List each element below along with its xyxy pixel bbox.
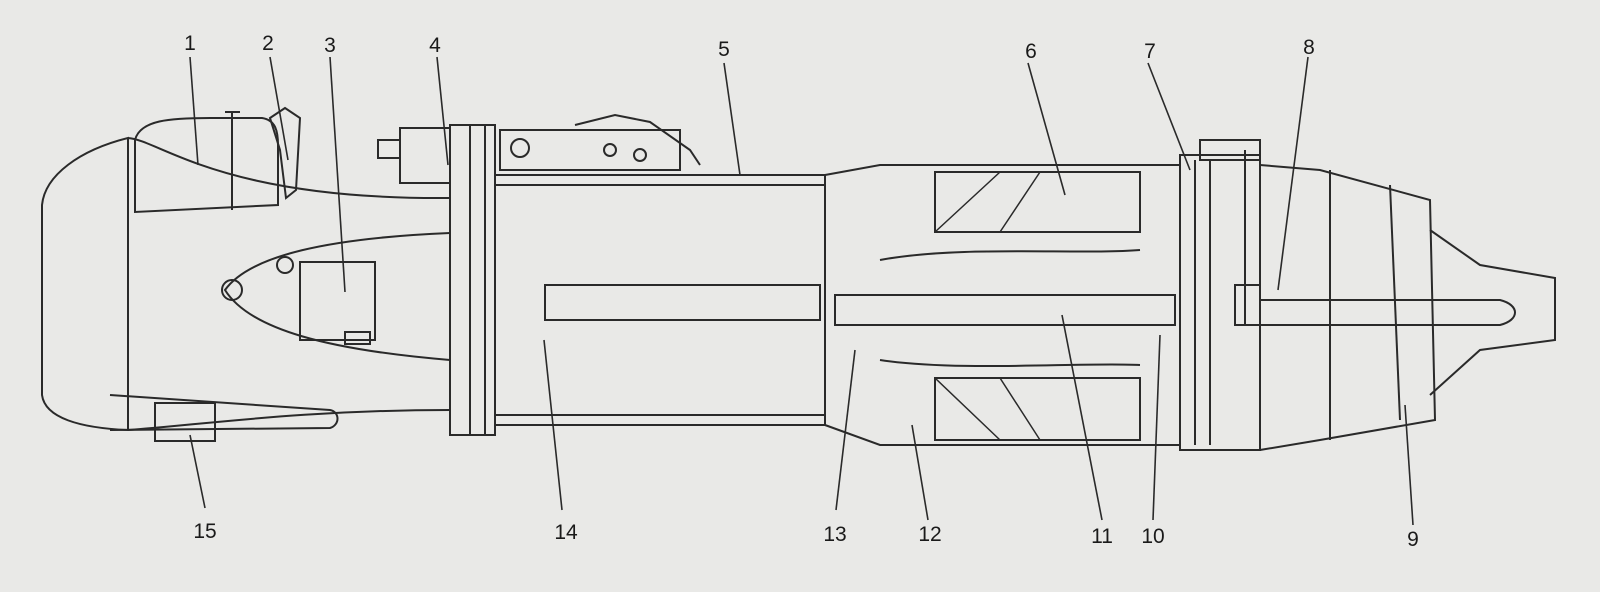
callout-10: 10 [1141, 525, 1165, 548]
leader-1 [189, 56, 199, 166]
callout-15: 15 [193, 520, 217, 543]
turbine-section [1179, 154, 1261, 451]
leader-8 [1277, 56, 1309, 291]
leader-15 [189, 434, 206, 509]
callout-9: 9 [1407, 528, 1419, 551]
combustor-upper [934, 171, 1141, 233]
compressor-rotor [544, 284, 821, 321]
intake-cowling [41, 136, 129, 432]
exhaust-duct [1259, 164, 1437, 451]
leader-10 [1152, 334, 1161, 521]
intake-lower-lip [127, 409, 451, 431]
leader-2 [269, 56, 289, 161]
callout-3: 3 [324, 34, 336, 57]
combustion-casing [824, 164, 1181, 446]
spinner [223, 232, 451, 361]
top-accessories [499, 129, 681, 171]
callout-8: 8 [1303, 36, 1315, 59]
oil-tank [134, 117, 279, 214]
callout-4: 4 [429, 34, 441, 57]
filler-neck [268, 106, 302, 200]
callout-12: 12 [918, 523, 942, 546]
compressor-casing [494, 174, 826, 426]
leader-7 [1147, 62, 1191, 171]
accessory-gearbox [399, 127, 451, 184]
leader-14 [543, 339, 563, 511]
leader-9 [1404, 404, 1414, 526]
callout-2: 2 [262, 32, 274, 55]
leader-11 [1061, 314, 1103, 521]
exhaust-cone [1260, 299, 1516, 326]
leader-6 [1027, 62, 1066, 196]
main-shaft [834, 294, 1176, 326]
leader-12 [911, 424, 929, 521]
leader-lines [189, 56, 1414, 526]
callout-6: 6 [1025, 40, 1037, 63]
exhaust-nozzle [1429, 229, 1556, 396]
combustor-lower [934, 377, 1141, 441]
callout-13: 13 [823, 523, 847, 546]
callout-14: 14 [554, 521, 578, 544]
intake-upper-lip [127, 137, 451, 200]
leader-3 [329, 56, 346, 293]
front-frame [449, 124, 496, 436]
callout-5: 5 [718, 38, 730, 61]
intake-filter [154, 402, 216, 442]
leader-4 [436, 56, 449, 166]
callout-1: 1 [184, 32, 196, 55]
reduction-gearbox [299, 261, 376, 341]
leader-13 [835, 349, 856, 511]
callout-11: 11 [1091, 525, 1113, 548]
leader-5 [723, 62, 741, 176]
callout-7: 7 [1144, 40, 1156, 63]
